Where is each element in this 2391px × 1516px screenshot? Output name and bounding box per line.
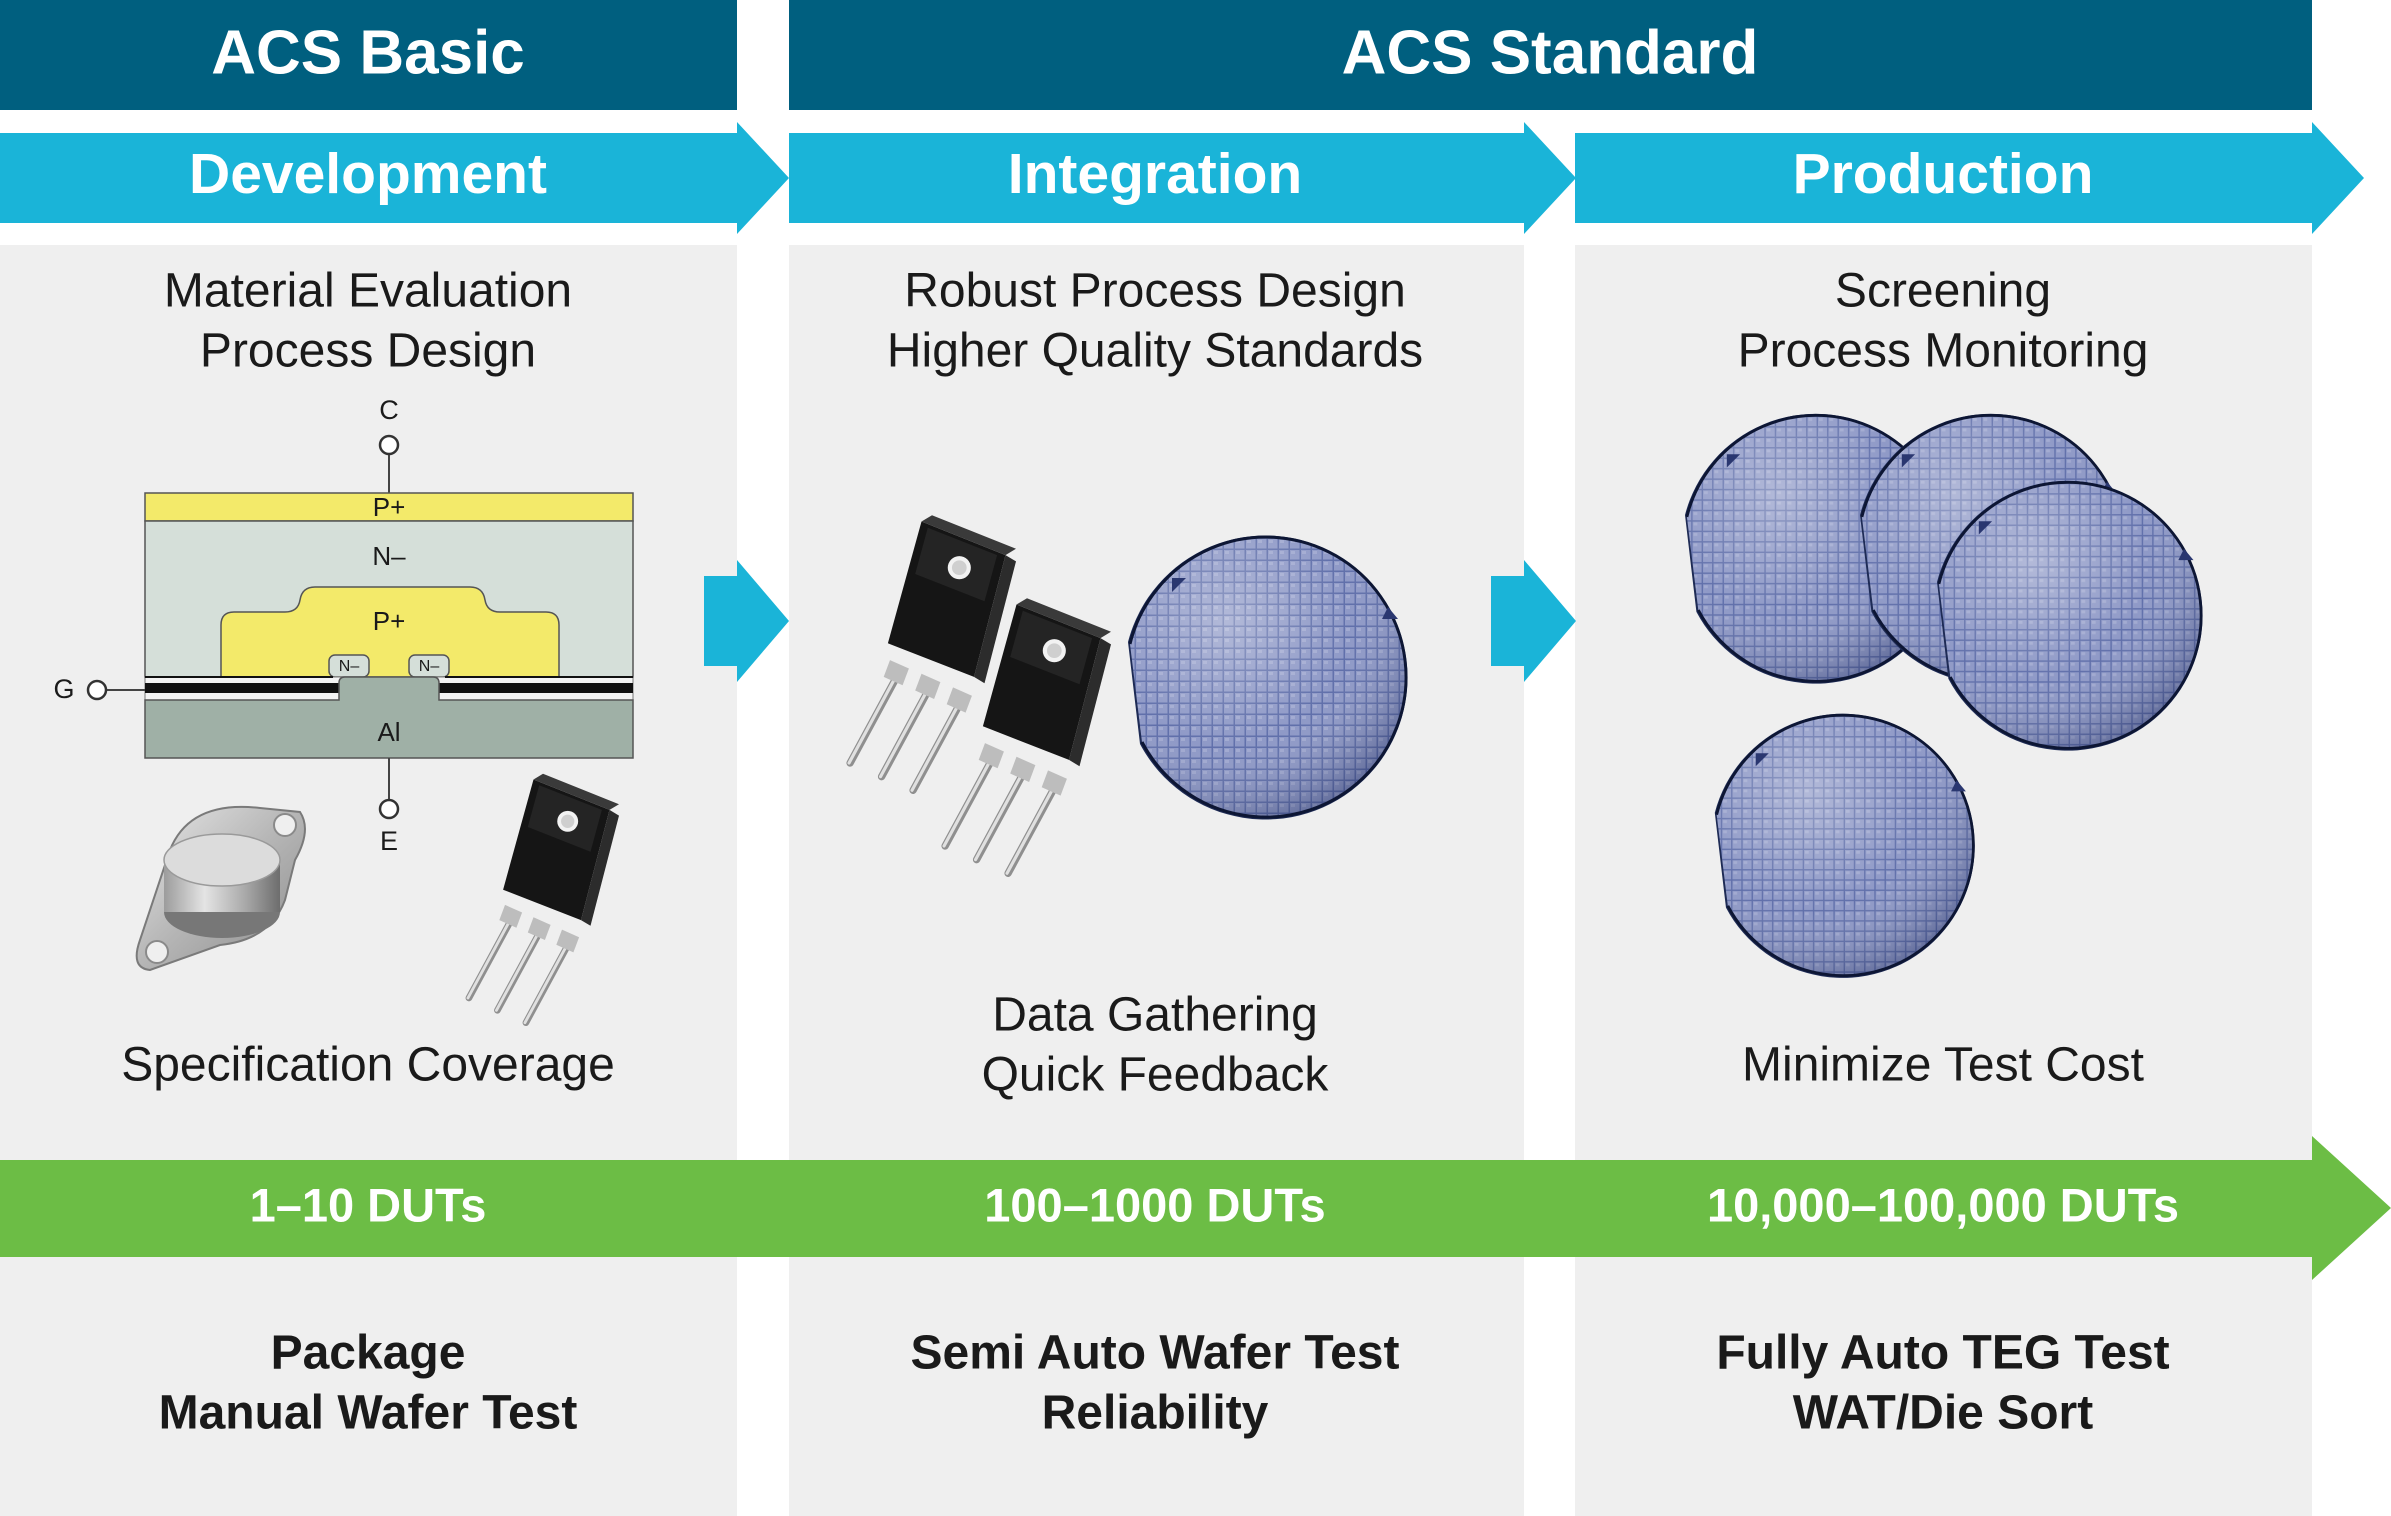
int-top-line-2: Higher Quality Standards (887, 325, 1423, 378)
dev-bottom-line-1: Package (271, 1327, 466, 1380)
header-acs-standard-bg (789, 0, 2312, 110)
dut-count-development: 1–10 DUTs (250, 1178, 487, 1231)
dev-top-line-1: Material Evaluation (164, 265, 572, 318)
dev-mid-line-1: Specification Coverage (121, 1039, 615, 1092)
int-mid-line-2: Quick Feedback (982, 1049, 1330, 1102)
prod-mid-line-1: Minimize Test Cost (1742, 1039, 2144, 1092)
int-bottom-line-1: Semi Auto Wafer Test (911, 1327, 1400, 1380)
stage-arrow-production (1575, 122, 2364, 234)
layer-al-label: Al (377, 717, 400, 747)
header-acs-basic-bg (0, 0, 737, 110)
header-acs-basic: ACS Basic (211, 18, 525, 87)
dut-count-production: 10,000–100,000 DUTs (1707, 1178, 2179, 1231)
stage-label-production: Production (1793, 142, 2094, 206)
panel-integration (789, 245, 1524, 1516)
int-top-line-1: Robust Process Design (904, 265, 1406, 318)
stage-label-integration: Integration (1008, 142, 1303, 206)
to3-package-icon (135, 806, 306, 972)
dev-bottom-line-2: Manual Wafer Test (159, 1387, 578, 1440)
prod-bottom-line-2: WAT/Die Sort (1793, 1387, 2093, 1440)
layer-p-top-label: P+ (373, 492, 406, 522)
int-mid-line-1: Data Gathering (992, 989, 1318, 1042)
n-plus-right-label: N– (419, 658, 440, 675)
prod-bottom-line-1: Fully Auto TEG Test (1716, 1327, 2169, 1380)
dut-count-integration: 100–1000 DUTs (984, 1178, 1325, 1231)
silicon-wafer-icon (1935, 479, 2204, 753)
silicon-wafer-icon (1126, 534, 1409, 822)
dev-top-line-2: Process Design (200, 325, 536, 378)
silicon-wafer-icon (1713, 712, 1977, 980)
flow-arrow-icon (1491, 560, 1576, 682)
igbt-cross-section-diagram: C P+ N– P+ N– N– Al G E (53, 395, 634, 856)
terminal-c-label: C (379, 395, 399, 425)
n-plus-left-label: N– (339, 658, 360, 675)
terminal-g-label: G (53, 674, 74, 704)
panel-development (0, 245, 737, 1516)
stage-arrow-development (0, 122, 789, 234)
prod-top-line-1: Screening (1835, 265, 2051, 318)
terminal-e-label: E (380, 826, 398, 856)
layer-p-well-label: P+ (373, 606, 406, 636)
header-acs-standard: ACS Standard (1342, 18, 1759, 87)
prod-top-line-2: Process Monitoring (1738, 325, 2149, 378)
stage-arrow-integration (789, 122, 1576, 234)
layer-n-label: N– (372, 541, 406, 571)
flow-arrow-icon (704, 560, 789, 682)
int-bottom-line-2: Reliability (1042, 1387, 1269, 1440)
stage-label-development: Development (189, 142, 547, 206)
dut-bar (0, 1136, 2391, 1280)
